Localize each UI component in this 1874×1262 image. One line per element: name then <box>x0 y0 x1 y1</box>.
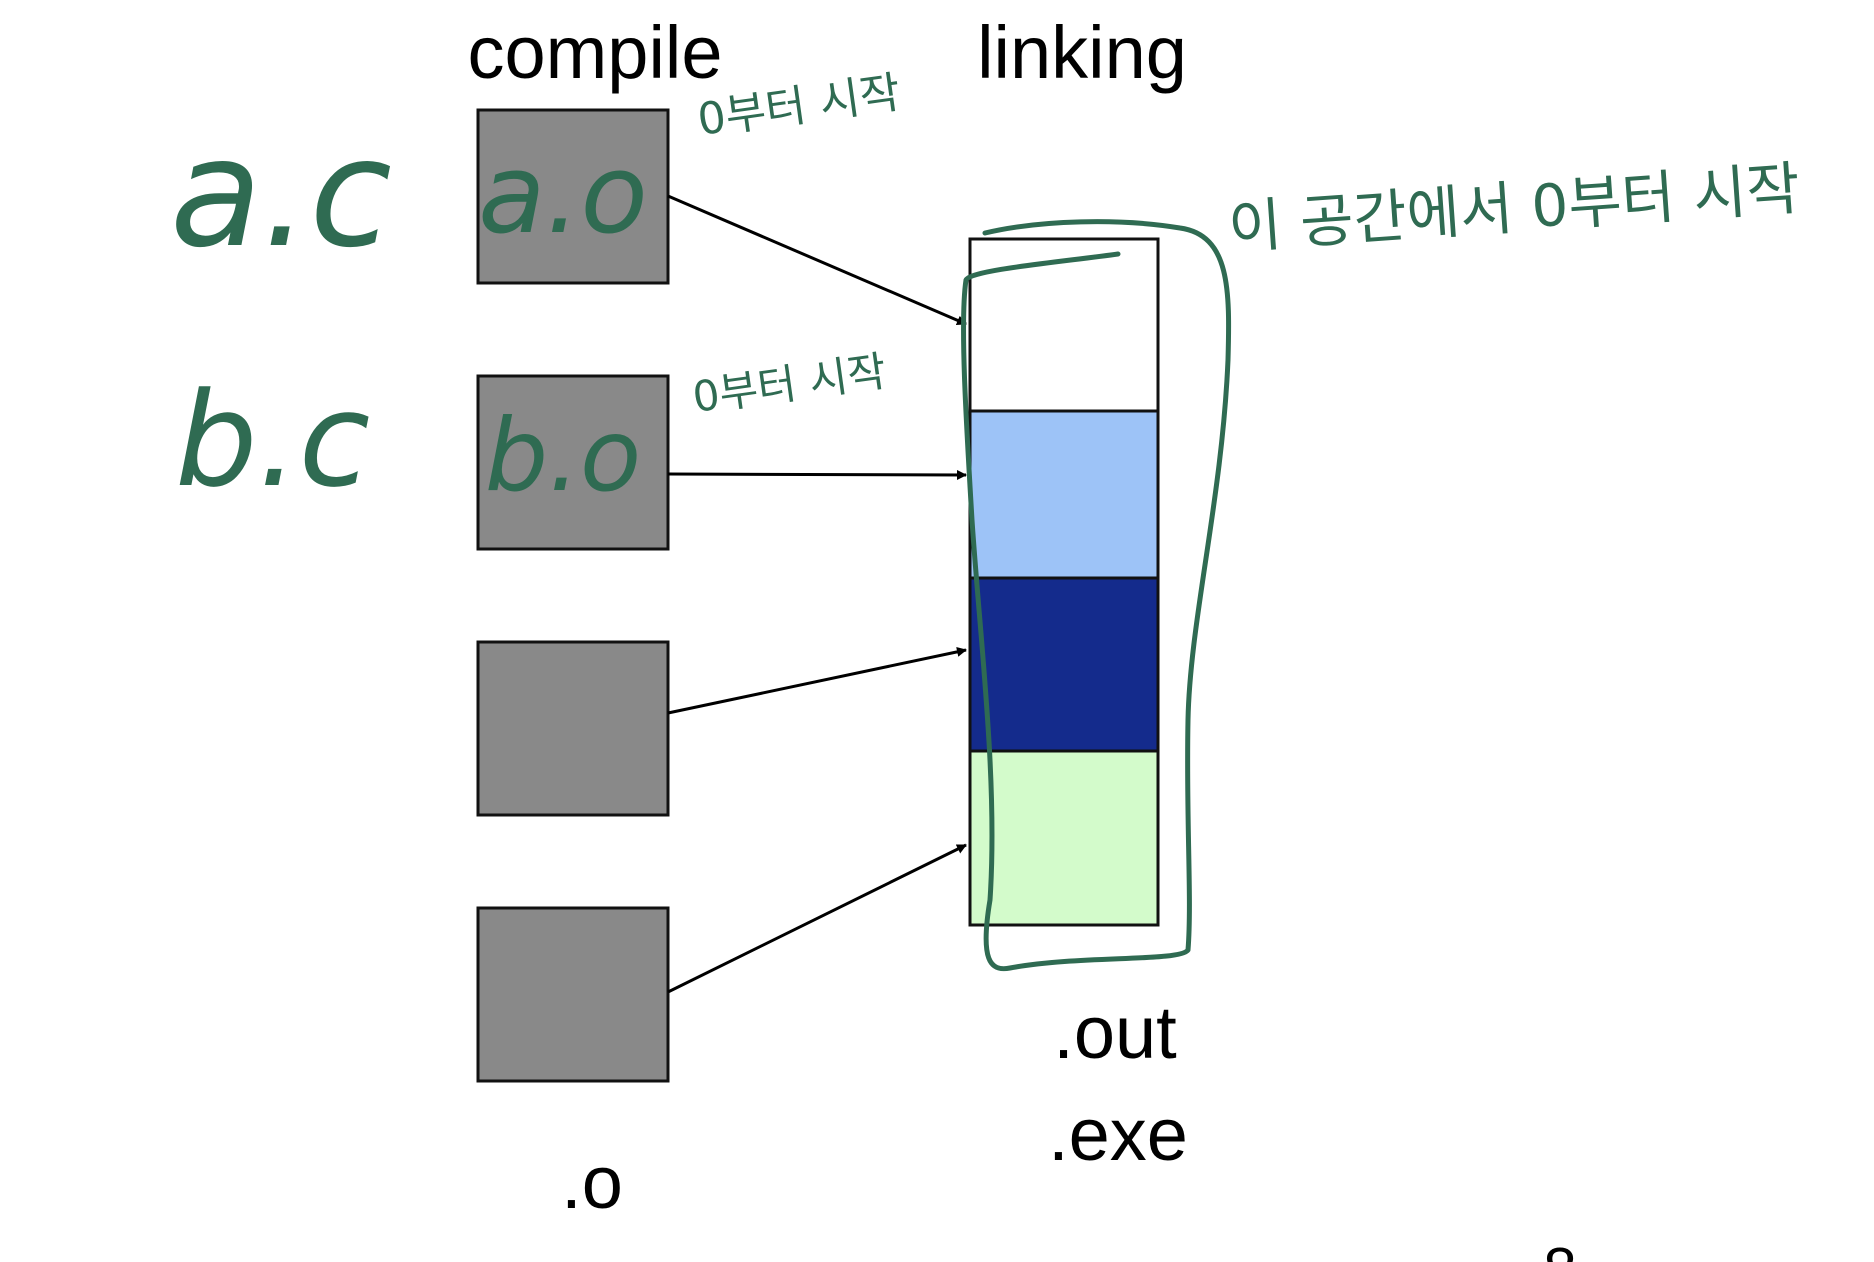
handwritten-note-a: 0부터 시작 <box>694 67 903 146</box>
linking-header: linking <box>977 11 1187 94</box>
link-arrow-3 <box>667 646 967 715</box>
page-number: 8 <box>1543 1236 1576 1262</box>
handwritten-source-b: b.c <box>175 364 370 516</box>
handwritten-note-b: 0부터 시작 <box>690 346 890 422</box>
exe-suffix-label: .exe <box>1048 1093 1188 1176</box>
executable-segment-4 <box>968 749 1160 927</box>
object-file-box-1 <box>476 108 670 285</box>
handwritten-enclosure-loop <box>961 219 1232 972</box>
executable-segment-2 <box>968 409 1160 580</box>
handwritten-object-a: a.o <box>478 130 648 258</box>
object-file-box-4 <box>476 906 670 1083</box>
out-suffix-label: .out <box>1053 991 1177 1074</box>
link-arrow-2 <box>667 469 967 480</box>
handwritten-object-b: b.o <box>485 397 641 514</box>
link-arrow-1 <box>667 194 967 326</box>
link-arrow-4 <box>667 843 967 994</box>
object-suffix-label: .o <box>561 1141 623 1224</box>
compile-header: compile <box>468 11 723 94</box>
object-file-box-3 <box>476 640 670 817</box>
executable-segment-3 <box>968 576 1160 753</box>
executable-segment-1 <box>968 237 1160 413</box>
object-file-box-2 <box>476 374 670 551</box>
handwritten-note-linked: 이 공간에서 0부터 시작 <box>1226 154 1802 262</box>
handwritten-source-a: a.c <box>170 107 392 281</box>
